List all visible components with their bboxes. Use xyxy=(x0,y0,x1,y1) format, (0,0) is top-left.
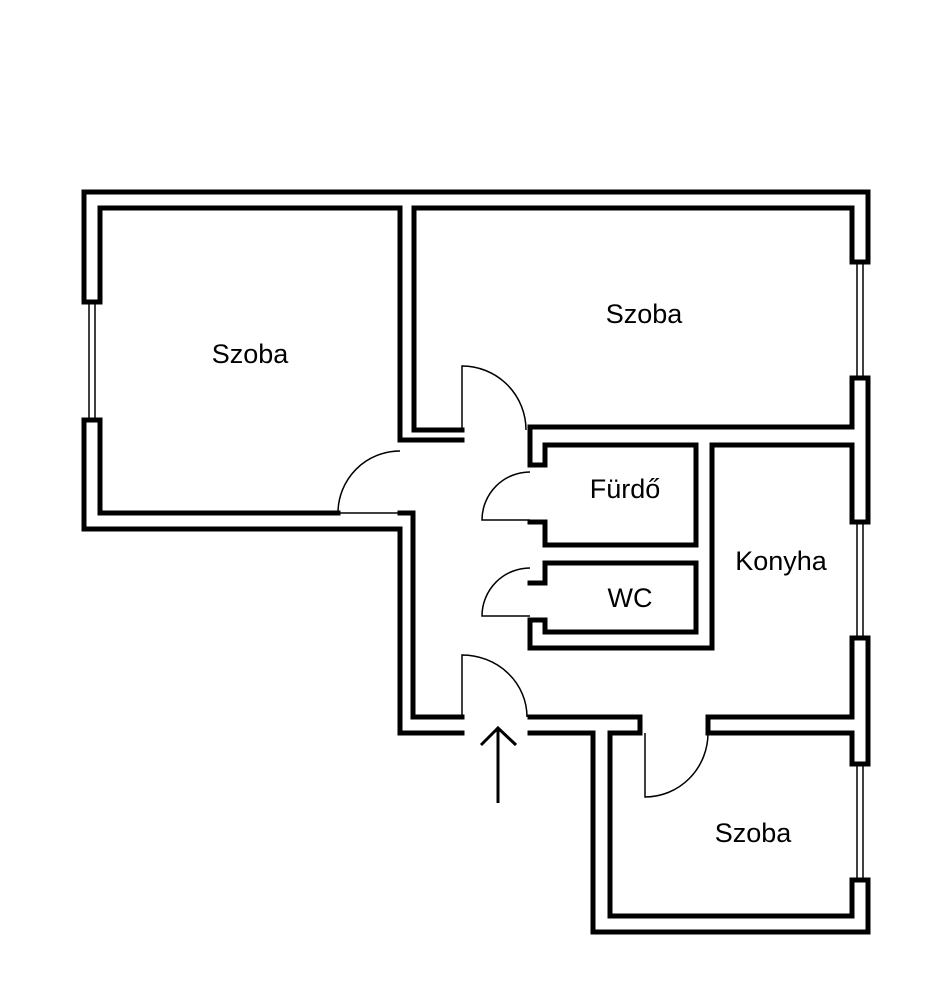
room-label-bottom: Szoba xyxy=(715,818,793,848)
room-label-wc: WC xyxy=(608,583,653,613)
room-label-kitchen: Konyha xyxy=(735,546,828,576)
windows xyxy=(88,262,864,880)
door-left-room xyxy=(337,450,401,514)
room-label-bathroom: Fürdő xyxy=(590,474,661,504)
outer-walls xyxy=(81,189,871,935)
door-entrance xyxy=(461,654,528,718)
doors xyxy=(337,365,709,798)
door-bathroom xyxy=(481,471,531,521)
inner-walls xyxy=(81,205,871,919)
door-top-right-room xyxy=(461,365,527,431)
door-wc xyxy=(481,567,531,617)
arrow-up-icon xyxy=(479,725,518,803)
room-label-top-right: Szoba xyxy=(606,299,684,329)
door-bottom-room xyxy=(644,732,709,798)
room-label-top-left: Szoba xyxy=(212,339,290,369)
